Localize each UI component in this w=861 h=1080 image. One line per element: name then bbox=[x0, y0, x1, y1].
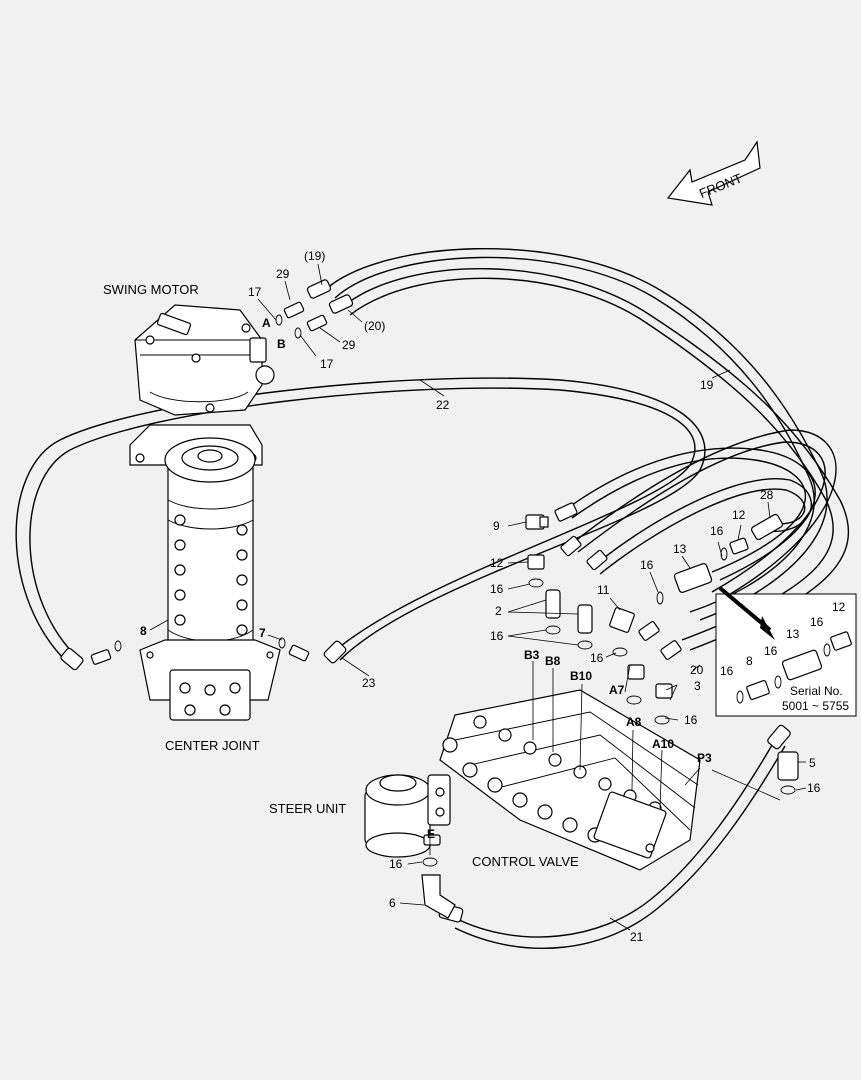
valve-port-fittings bbox=[525, 514, 749, 725]
callout-numbers: (19) (20) 29 29 17 17 A B 22 19 28 12 16… bbox=[140, 249, 846, 944]
callout: (19) bbox=[304, 249, 325, 263]
callout: 17 bbox=[248, 285, 262, 299]
control-valve bbox=[439, 689, 701, 871]
callout: 16 bbox=[720, 664, 734, 678]
callout: 16 bbox=[590, 651, 604, 665]
callout: A7 bbox=[609, 683, 625, 697]
callout: 21 bbox=[630, 930, 644, 944]
callout: 12 bbox=[490, 556, 504, 570]
callout: 13 bbox=[673, 542, 687, 556]
callout: 17 bbox=[320, 357, 334, 371]
callout: 13 bbox=[786, 627, 800, 641]
callout: 8 bbox=[140, 624, 147, 638]
callout: 16 bbox=[710, 524, 724, 538]
callout: 23 bbox=[362, 676, 376, 690]
steer-unit bbox=[364, 774, 456, 919]
callout: A bbox=[262, 316, 271, 330]
hose-21 bbox=[454, 739, 786, 949]
callout: 16 bbox=[684, 713, 698, 727]
callout: 8 bbox=[746, 654, 753, 668]
center-joint bbox=[129, 424, 281, 721]
swing-motor bbox=[134, 304, 275, 416]
callout: B bbox=[277, 337, 286, 351]
callout: 9 bbox=[493, 519, 500, 533]
callout: 29 bbox=[276, 267, 290, 281]
swing-motor-port-fittings bbox=[275, 301, 328, 339]
center-joint-label: CENTER JOINT bbox=[165, 738, 260, 753]
callout: B10 bbox=[570, 669, 592, 683]
callout: 16 bbox=[810, 615, 824, 629]
leader-lines bbox=[149, 263, 807, 931]
callout: 12 bbox=[832, 600, 846, 614]
hose-19 bbox=[324, 248, 828, 621]
callout: 22 bbox=[436, 398, 450, 412]
front-arrow-icon bbox=[666, 140, 761, 206]
callout: 12 bbox=[732, 508, 746, 522]
hose-20 bbox=[344, 267, 850, 651]
callout: 2 bbox=[495, 604, 502, 618]
callout: A10 bbox=[652, 737, 674, 751]
callout: 16 bbox=[389, 857, 403, 871]
callout: 11 bbox=[597, 583, 610, 597]
callout: B8 bbox=[545, 654, 561, 668]
fittings-7-8 bbox=[90, 637, 310, 665]
serial-inset bbox=[715, 586, 857, 717]
callout: 3 bbox=[694, 679, 701, 693]
callout: P3 bbox=[697, 751, 712, 765]
steer-unit-label: STEER UNIT bbox=[269, 801, 346, 816]
callout: 20 bbox=[690, 663, 704, 677]
callout: 16 bbox=[490, 629, 504, 643]
callout: 28 bbox=[760, 488, 774, 502]
fitting-5 bbox=[777, 751, 799, 795]
callout: 7 bbox=[259, 626, 266, 640]
callout: 6 bbox=[389, 896, 396, 910]
swing-motor-label: SWING MOTOR bbox=[103, 282, 199, 297]
callout: 5 bbox=[809, 756, 816, 770]
callout: B3 bbox=[524, 648, 540, 662]
callout: A8 bbox=[626, 715, 642, 729]
hose-upper-bundle bbox=[564, 429, 837, 601]
callout: 16 bbox=[764, 644, 778, 658]
control-valve-label: CONTROL VALVE bbox=[472, 854, 579, 869]
hose-22 bbox=[15, 377, 706, 666]
callout: 16 bbox=[490, 582, 504, 596]
serial-title: Serial No. bbox=[790, 684, 843, 698]
callout: 19 bbox=[700, 378, 714, 392]
callout: 29 bbox=[342, 338, 356, 352]
callout: E bbox=[427, 827, 435, 841]
callout: 16 bbox=[640, 558, 654, 572]
serial-range: 5001 ~ 5755 bbox=[782, 699, 849, 713]
callout: (20) bbox=[364, 319, 385, 333]
callout: 16 bbox=[807, 781, 821, 795]
